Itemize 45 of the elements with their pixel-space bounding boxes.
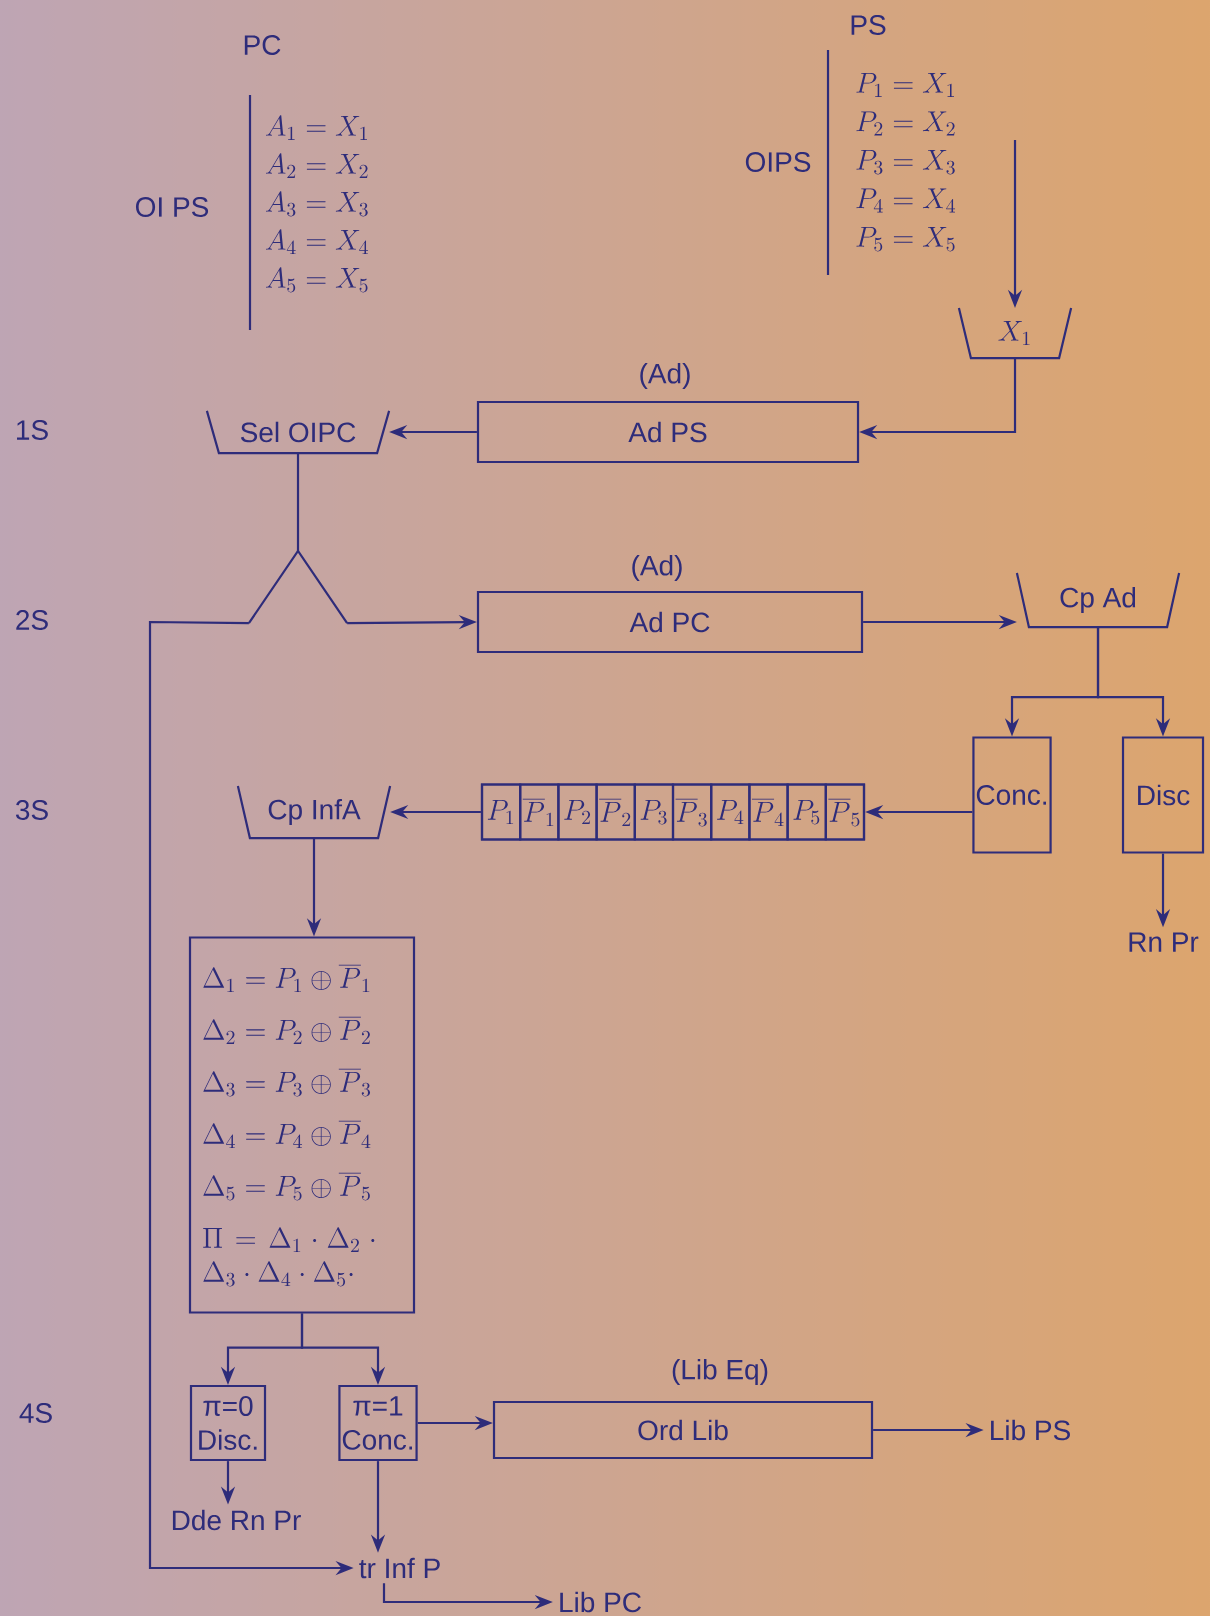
- label: OI PS: [135, 197, 209, 217]
- output-text: Rn Pr: [1129, 932, 1199, 952]
- register-cell: $\overline{P}_5$: [824, 783, 866, 841]
- equation: $A_2 = X_2$: [266, 153, 368, 178]
- equation: $A_1 = X_1$: [266, 115, 367, 140]
- process-box: Disc: [1121, 736, 1205, 854]
- equation: $A_3 = X_3$: [266, 191, 368, 217]
- register-cell: $\overline{P}_3$: [671, 783, 713, 841]
- equation: $P_1 = X_1$: [856, 73, 954, 97]
- fork-shape: [248, 548, 348, 624]
- process-box: π=1 Conc.: [338, 1384, 418, 1462]
- register-cell: $P_4$: [710, 783, 751, 841]
- label: PC: [244, 35, 281, 55]
- label: 3S: [15, 800, 48, 820]
- box-caption: (Lib Eq): [672, 1358, 768, 1386]
- equation: $P_3 = X_3$: [856, 150, 955, 175]
- equation: $P_4 = X_4$: [856, 188, 956, 213]
- equation: $P_2 = X_2$: [856, 111, 955, 136]
- label: 2S: [16, 610, 48, 630]
- process-box: Ad PC: [476, 590, 864, 654]
- process-box: Conc.: [972, 736, 1052, 854]
- equation: $P_5 = X_5$: [856, 227, 955, 252]
- label: 1S: [17, 420, 48, 440]
- box-caption: (Ad): [640, 362, 690, 390]
- label: 4S: [19, 1403, 52, 1423]
- equation: $A_5 = X_5$: [266, 267, 368, 293]
- register-cell: $P_5$: [786, 783, 827, 841]
- register-cell: $\overline{P}_4$: [748, 783, 789, 841]
- output-text: Dde Rn Pr: [172, 1509, 301, 1531]
- register-cell: $P_2$: [557, 783, 598, 841]
- process-box: Ord Lib: [492, 1400, 874, 1460]
- output-text: Lib PS: [991, 1419, 1070, 1441]
- equation: $A_4 = X_4$: [266, 229, 368, 254]
- output-text: Lib PC: [560, 1591, 641, 1613]
- register-cell: $\overline{P}_1$: [519, 783, 560, 841]
- register-cell: $P_1$: [480, 783, 522, 841]
- register-cell: $P_3$: [633, 783, 675, 841]
- label: OIPS: [745, 152, 811, 172]
- box-caption: (Ad): [632, 554, 682, 582]
- equation-box: $\Delta_1 = P_1 \oplus \overline{P}_1$ $\Delta_2 = P_2 \oplus \overline{P}_2$ $\Delta_3 = P_3 \oplus \overline{P}_3$ $\Delta_4 = P_4 \oplus \overline{P}_4$ $\Delta_5 = P_5 \oplus \overline{P}_5$ $\Pi = \Delta_1 \cdot \Delta_2 \cdot \Delta_3 \cdot \Delta_4 \cdot \Delta_5 \cdot$: [188, 936, 416, 1314]
- output-text: tr Inf P: [359, 1557, 440, 1579]
- process-box: Ad PS: [476, 400, 860, 464]
- register-cell: $\overline{P}_2$: [595, 783, 636, 841]
- label: PS: [851, 15, 886, 35]
- process-box: π=0 Disc.: [189, 1384, 267, 1462]
